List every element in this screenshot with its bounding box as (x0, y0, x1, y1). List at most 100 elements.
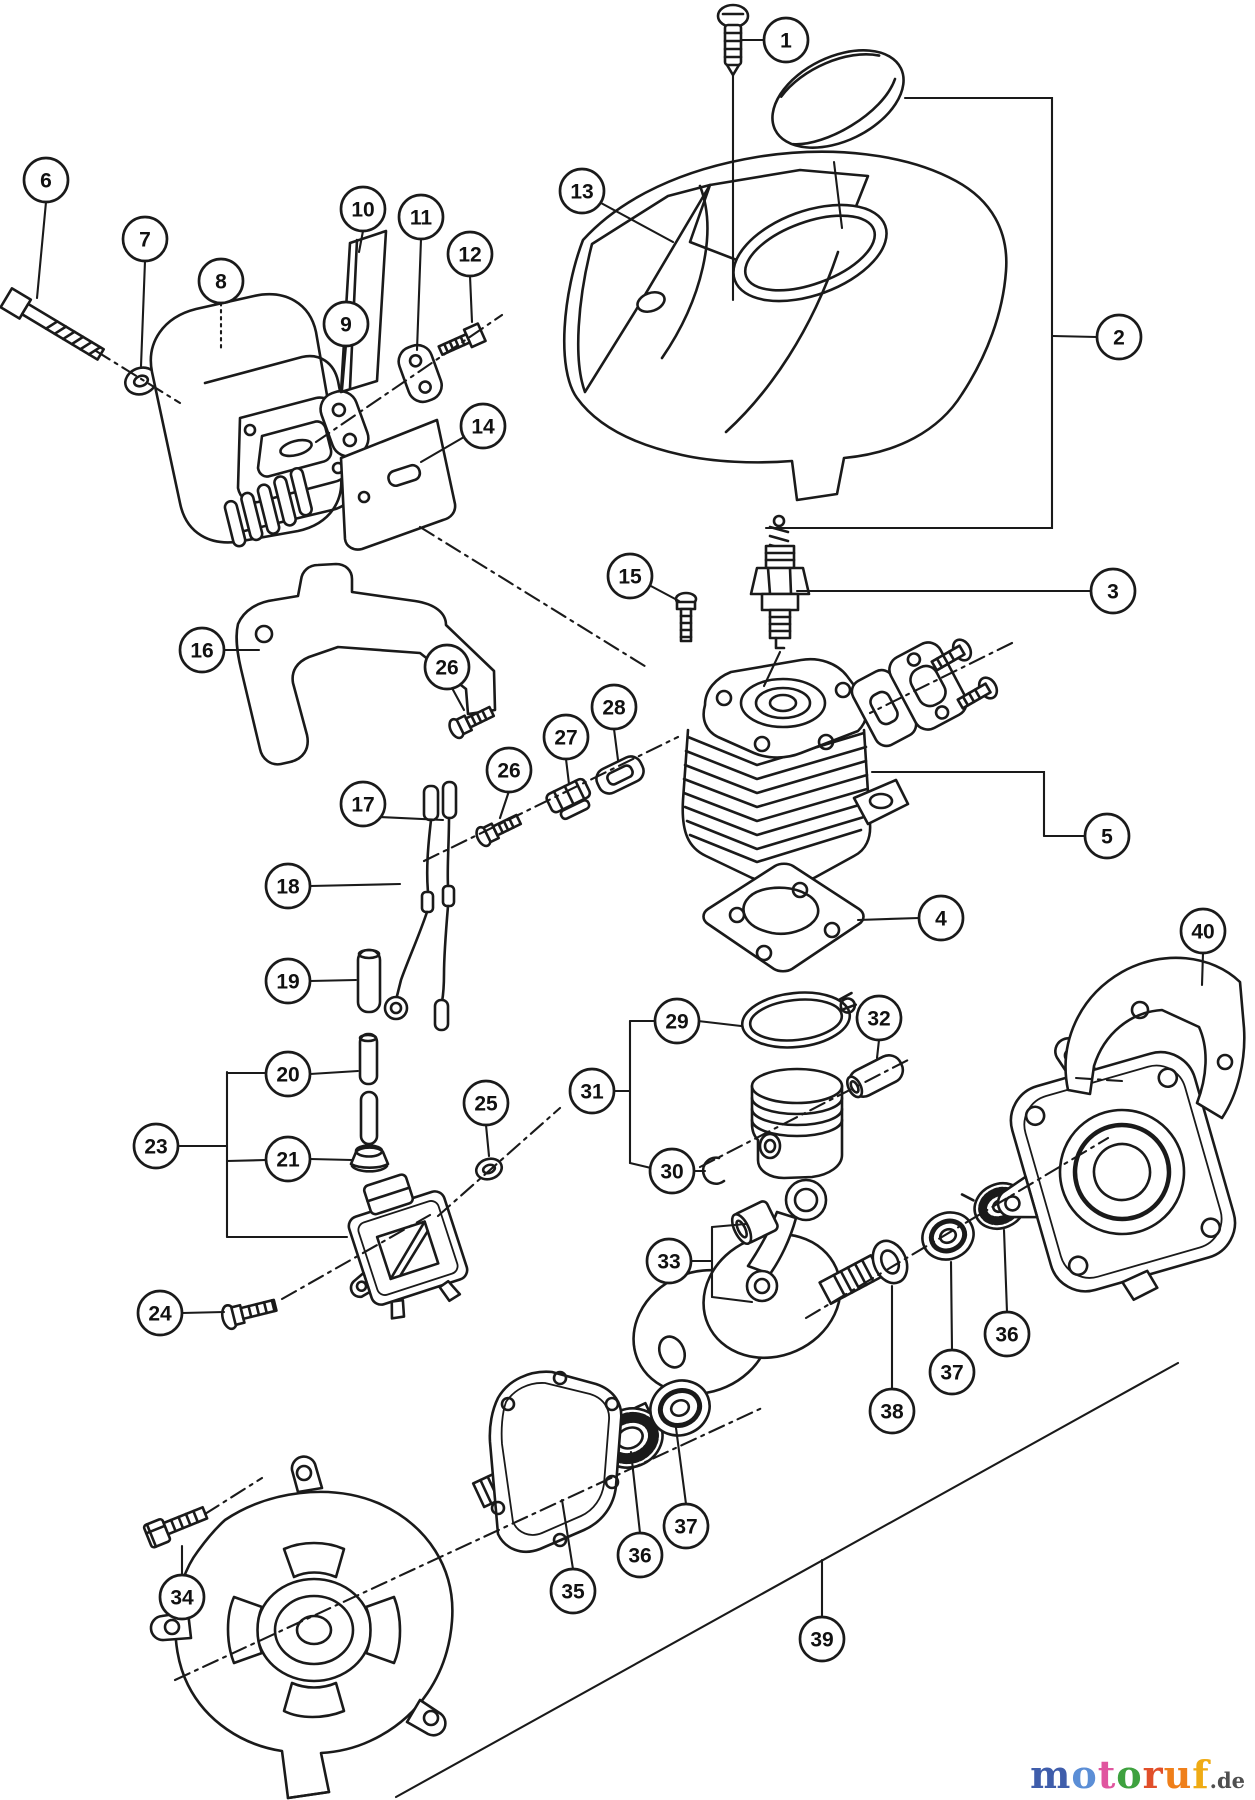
callout-circle[interactable] (264, 1050, 312, 1098)
callout-circle[interactable] (868, 1387, 916, 1435)
callout-5[interactable]: 5 (1042, 812, 1131, 860)
callout-circle[interactable] (132, 1122, 180, 1170)
callout-leader (357, 229, 365, 254)
callout-circle[interactable] (446, 230, 494, 278)
callout-circle[interactable] (459, 402, 507, 450)
callout-32[interactable]: 32 (855, 994, 903, 1060)
callout-circle[interactable] (1083, 812, 1131, 860)
callout-3[interactable]: 3 (795, 567, 1137, 615)
callout-circle[interactable] (264, 957, 312, 1005)
callout-18[interactable]: 18 (264, 862, 402, 910)
callout-23[interactable]: 23 (132, 1122, 229, 1170)
callout-circle[interactable] (264, 862, 312, 910)
coil-screw-part (220, 1298, 278, 1331)
callout-circle[interactable] (645, 1237, 693, 1285)
callout-20[interactable]: 20 (264, 1050, 360, 1098)
callout-28[interactable]: 28 (590, 683, 638, 762)
callout-37[interactable]: 37 (662, 1426, 710, 1550)
callout-circle[interactable] (590, 683, 638, 731)
callout-21[interactable]: 21 (264, 1135, 354, 1183)
crankcase-gasket-part (488, 1370, 623, 1554)
callout-26[interactable]: 26 (485, 746, 533, 820)
callout-circle[interactable] (485, 746, 533, 794)
callout-16[interactable]: 16 (178, 626, 261, 674)
callout-35[interactable]: 35 (549, 1498, 597, 1615)
callout-circle[interactable] (568, 1067, 616, 1115)
motoruf-logo[interactable]: motoruf.de (1030, 1756, 1245, 1794)
callout-circle[interactable] (917, 894, 965, 942)
callout-29[interactable]: 29 (653, 997, 743, 1045)
air-cover-link (832, 160, 844, 230)
callout-circle[interactable] (606, 552, 654, 600)
callout-10[interactable]: 10 (339, 185, 387, 254)
callout-circle[interactable] (178, 626, 226, 674)
callout-circle[interactable] (197, 257, 245, 305)
callout-40[interactable]: 40 (1179, 907, 1227, 987)
callout-number: 34 (170, 1587, 194, 1610)
callout-circle[interactable] (339, 185, 387, 233)
callout-circle[interactable] (653, 997, 701, 1045)
callout-number: 24 (148, 1303, 172, 1326)
callout-circle[interactable] (1095, 313, 1143, 361)
callout-circle[interactable] (558, 167, 606, 215)
callout-17[interactable]: 17 (339, 780, 445, 828)
callout-27[interactable]: 27 (542, 713, 590, 786)
callout-circle[interactable] (549, 1567, 597, 1615)
callout-number: 6 (40, 170, 52, 193)
callout-circle[interactable] (22, 156, 70, 204)
callout-circle[interactable] (798, 1615, 846, 1663)
callout-1[interactable]: 1 (739, 16, 810, 64)
callout-circle[interactable] (1179, 907, 1227, 955)
callout-circle[interactable] (339, 780, 387, 828)
callout-36[interactable]: 36 (616, 1450, 664, 1579)
callout-circle[interactable] (121, 215, 169, 263)
callout-number: 25 (474, 1093, 498, 1116)
callout-31[interactable]: 31 (568, 1067, 631, 1115)
callout-2[interactable]: 2 (1051, 313, 1143, 361)
callout-circle[interactable] (158, 1573, 206, 1621)
callout-24[interactable]: 24 (136, 1289, 226, 1337)
callout-circle[interactable] (1089, 567, 1137, 615)
callout-number: 26 (435, 657, 458, 680)
callout-circle[interactable] (462, 1079, 510, 1127)
muffler-cylinder-axis (418, 525, 650, 670)
callout-circle[interactable] (136, 1289, 184, 1337)
callout-37[interactable]: 37 (928, 1260, 976, 1396)
callout-25[interactable]: 25 (462, 1079, 510, 1158)
callout-circle[interactable] (397, 193, 445, 241)
callout-34[interactable]: 34 (158, 1544, 206, 1621)
callout-7[interactable]: 7 (121, 215, 169, 368)
callout-circle[interactable] (648, 1147, 696, 1195)
callout-circle[interactable] (264, 1135, 312, 1183)
callout-number: 40 (1191, 921, 1214, 944)
callout-39[interactable]: 39 (798, 1558, 846, 1663)
callout-circle[interactable] (616, 1531, 664, 1579)
callout-circle[interactable] (423, 643, 471, 691)
callout-number: 10 (351, 199, 374, 222)
callout-15[interactable]: 15 (606, 552, 681, 603)
callout-4[interactable]: 4 (856, 894, 965, 942)
callout-11[interactable]: 11 (397, 193, 445, 352)
callout-30[interactable]: 30 (648, 1147, 707, 1195)
callout-6[interactable]: 6 (22, 156, 70, 300)
callout-8[interactable]: 8 (197, 257, 245, 352)
callout-circle[interactable] (762, 16, 810, 64)
callout-number: 29 (665, 1011, 688, 1034)
cylinder-gasket-part (702, 862, 865, 973)
callout-26[interactable]: 26 (423, 643, 471, 712)
callout-38[interactable]: 38 (868, 1284, 916, 1435)
callout-circle[interactable] (542, 713, 590, 761)
callout-36[interactable]: 36 (983, 1228, 1031, 1358)
callout-circle[interactable] (855, 994, 903, 1042)
callout-circle[interactable] (662, 1502, 710, 1550)
callout-circle[interactable] (928, 1348, 976, 1396)
callout-19[interactable]: 19 (264, 957, 358, 1005)
callout-14[interactable]: 14 (419, 402, 507, 464)
callout-9[interactable]: 9 (322, 300, 370, 394)
callout-leader (560, 1498, 575, 1571)
callout-33[interactable]: 33 (645, 1237, 713, 1285)
callout-12[interactable]: 12 (446, 230, 494, 324)
callout-circle[interactable] (983, 1310, 1031, 1358)
callout-13[interactable]: 13 (558, 167, 675, 244)
callout-circle[interactable] (322, 300, 370, 348)
